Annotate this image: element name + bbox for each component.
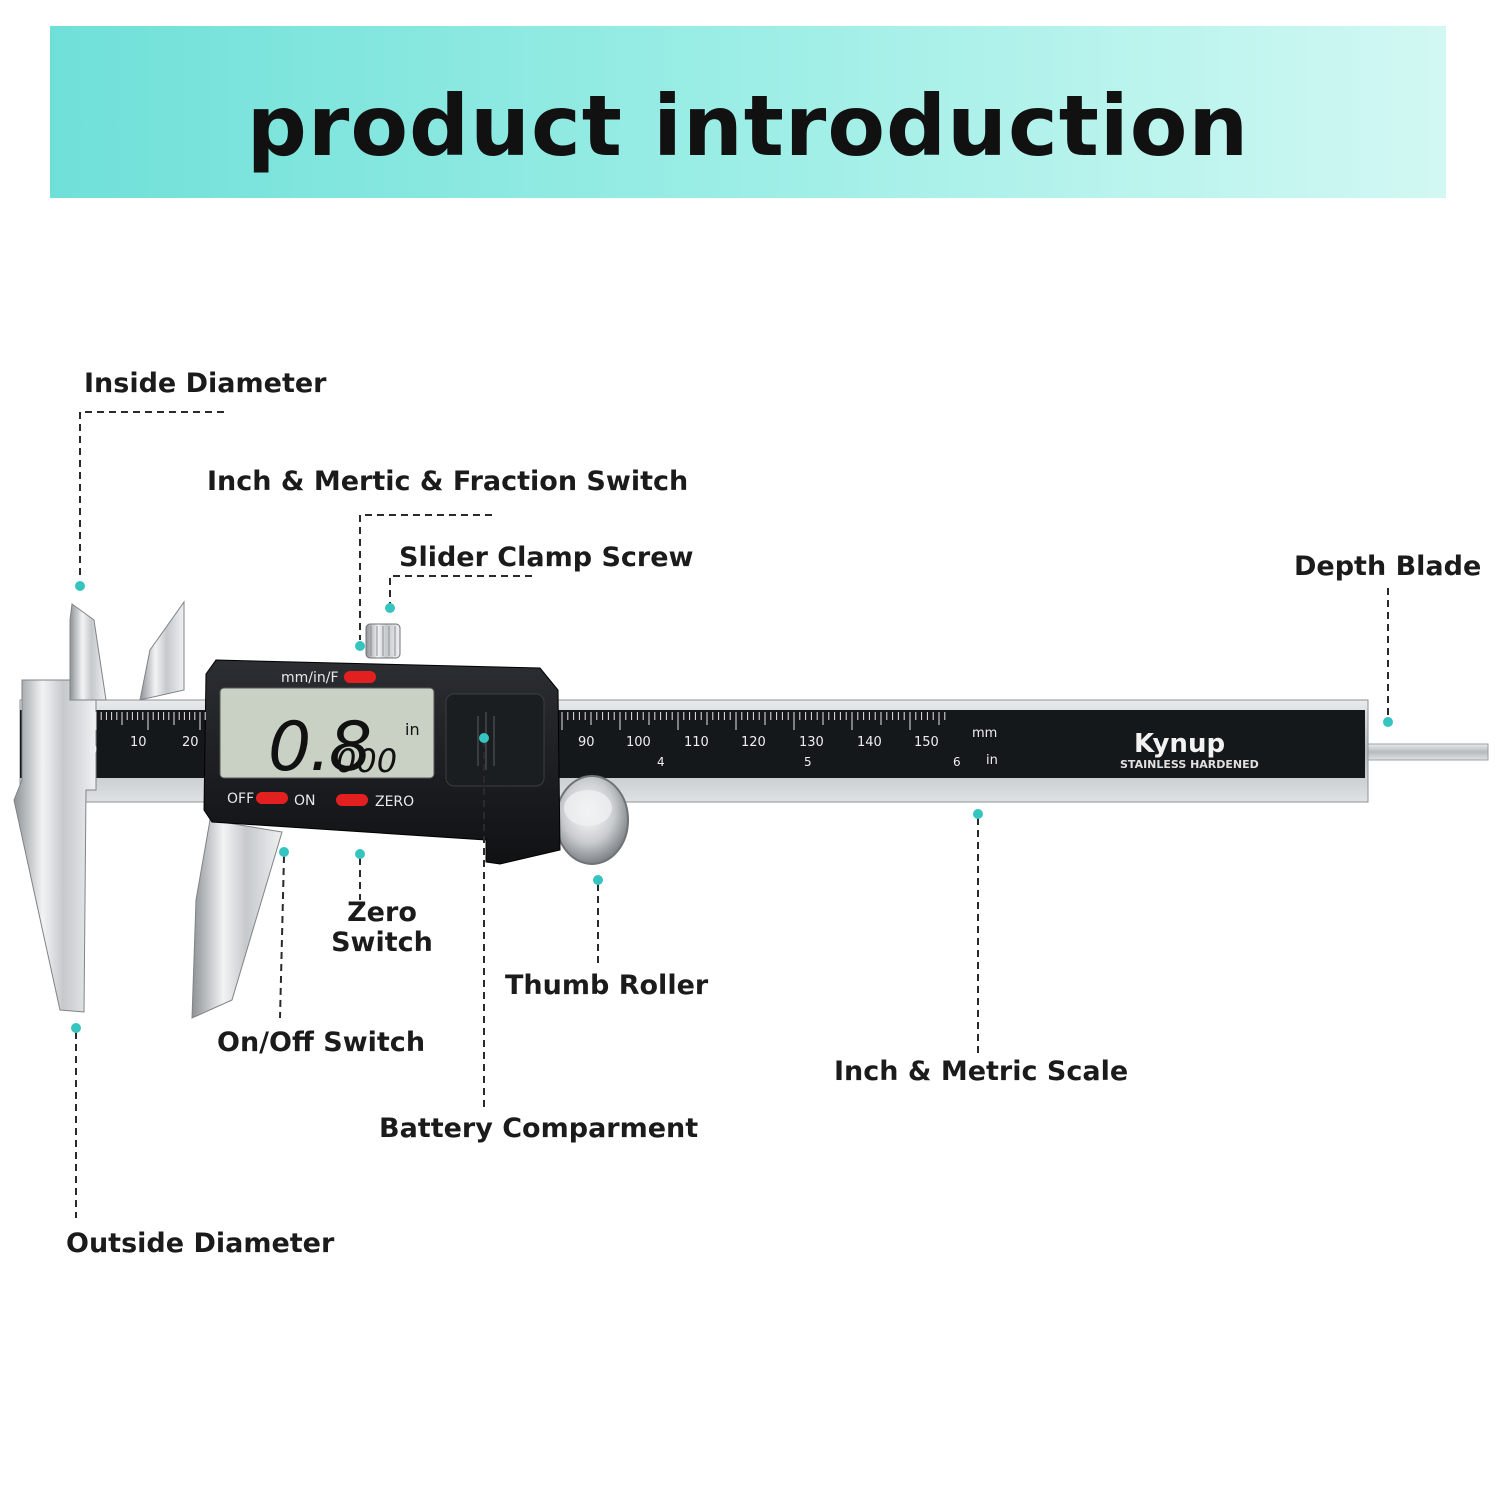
callout-dot (355, 849, 365, 859)
inch-mark-4: 4 (657, 755, 665, 769)
callout-dot (593, 875, 603, 885)
mm-label-120: 120 (741, 735, 766, 750)
label-zero-switch: Zero Switch (322, 898, 442, 958)
scale-ticks-left (95, 712, 206, 730)
callout-dot (479, 733, 489, 743)
lcd-screen (219, 687, 435, 779)
label-scale: Inch & Metric Scale (834, 1056, 1129, 1087)
leader-unit-switch (359, 514, 492, 640)
lcd-main-value: 0.8 (268, 708, 370, 787)
lcd-unit: in (405, 720, 420, 739)
callout-dot (973, 809, 983, 819)
zero-button (336, 794, 368, 806)
label-outside-diameter: Outside Diameter (66, 1228, 335, 1259)
leader-on-off (279, 855, 285, 1019)
mm-label-10: 10 (130, 735, 147, 750)
label-zero-line2: Switch (331, 927, 433, 958)
inch-mark-5: 5 (804, 755, 812, 769)
off-label: OFF (227, 791, 254, 807)
scale-ticks-right (561, 712, 946, 730)
label-unit-switch: Inch & Mertic & Fraction Switch (207, 466, 689, 497)
lcd-small-value: 000 (336, 742, 397, 780)
callout-dot (1383, 717, 1393, 727)
brand-subtitle: STAINLESS HARDENED (1120, 758, 1259, 771)
mm-label-100: 100 (626, 735, 651, 750)
depth-blade (1359, 743, 1489, 761)
label-battery: Battery Comparment (379, 1113, 699, 1144)
callout-dot (355, 641, 365, 651)
mm-label-140: 140 (857, 735, 882, 750)
title-banner: product introduction (50, 26, 1446, 198)
mm-label-0: 0 (89, 743, 97, 758)
moving-inside-jaw (139, 600, 185, 701)
label-slider-clamp: Slider Clamp Screw (399, 542, 694, 573)
callout-dot (385, 603, 395, 613)
callout-dot (71, 1023, 81, 1033)
mm-label-90: 90 (578, 735, 595, 750)
callout-dot (75, 581, 85, 591)
mm-label-20: 20 (182, 735, 199, 750)
mm-label-110: 110 (684, 735, 709, 750)
moving-outside-jaw (191, 819, 283, 1019)
on-off-button (256, 792, 288, 804)
mode-button (344, 671, 376, 683)
inch-mark-6: 6 (953, 755, 961, 769)
fixed-inside-jaw (69, 603, 107, 701)
fixed-outside-jaw (13, 679, 97, 1013)
mm-label-150: 150 (914, 735, 939, 750)
label-zero-line1: Zero (347, 897, 417, 928)
label-inside-diameter: Inside Diameter (84, 368, 327, 399)
label-depth-blade: Depth Blade (1294, 551, 1482, 582)
page-title: product introduction (246, 77, 1250, 175)
leader-slider-clamp (389, 575, 532, 604)
brand-logo: Kynup (1134, 729, 1225, 759)
mode-button-label: mm/in/F (281, 670, 339, 686)
callout-dots (71, 581, 1393, 1033)
mm-label-130: 130 (799, 735, 824, 750)
label-on-off-switch: On/Off Switch (217, 1027, 426, 1058)
unit-mm: mm (972, 726, 997, 741)
callout-dot (279, 847, 289, 857)
on-label: ON (294, 793, 316, 809)
unit-in: in (986, 753, 998, 768)
label-thumb-roller: Thumb Roller (505, 970, 709, 1001)
zero-label: ZERO (375, 794, 414, 810)
leader-inside-diameter (79, 411, 224, 580)
